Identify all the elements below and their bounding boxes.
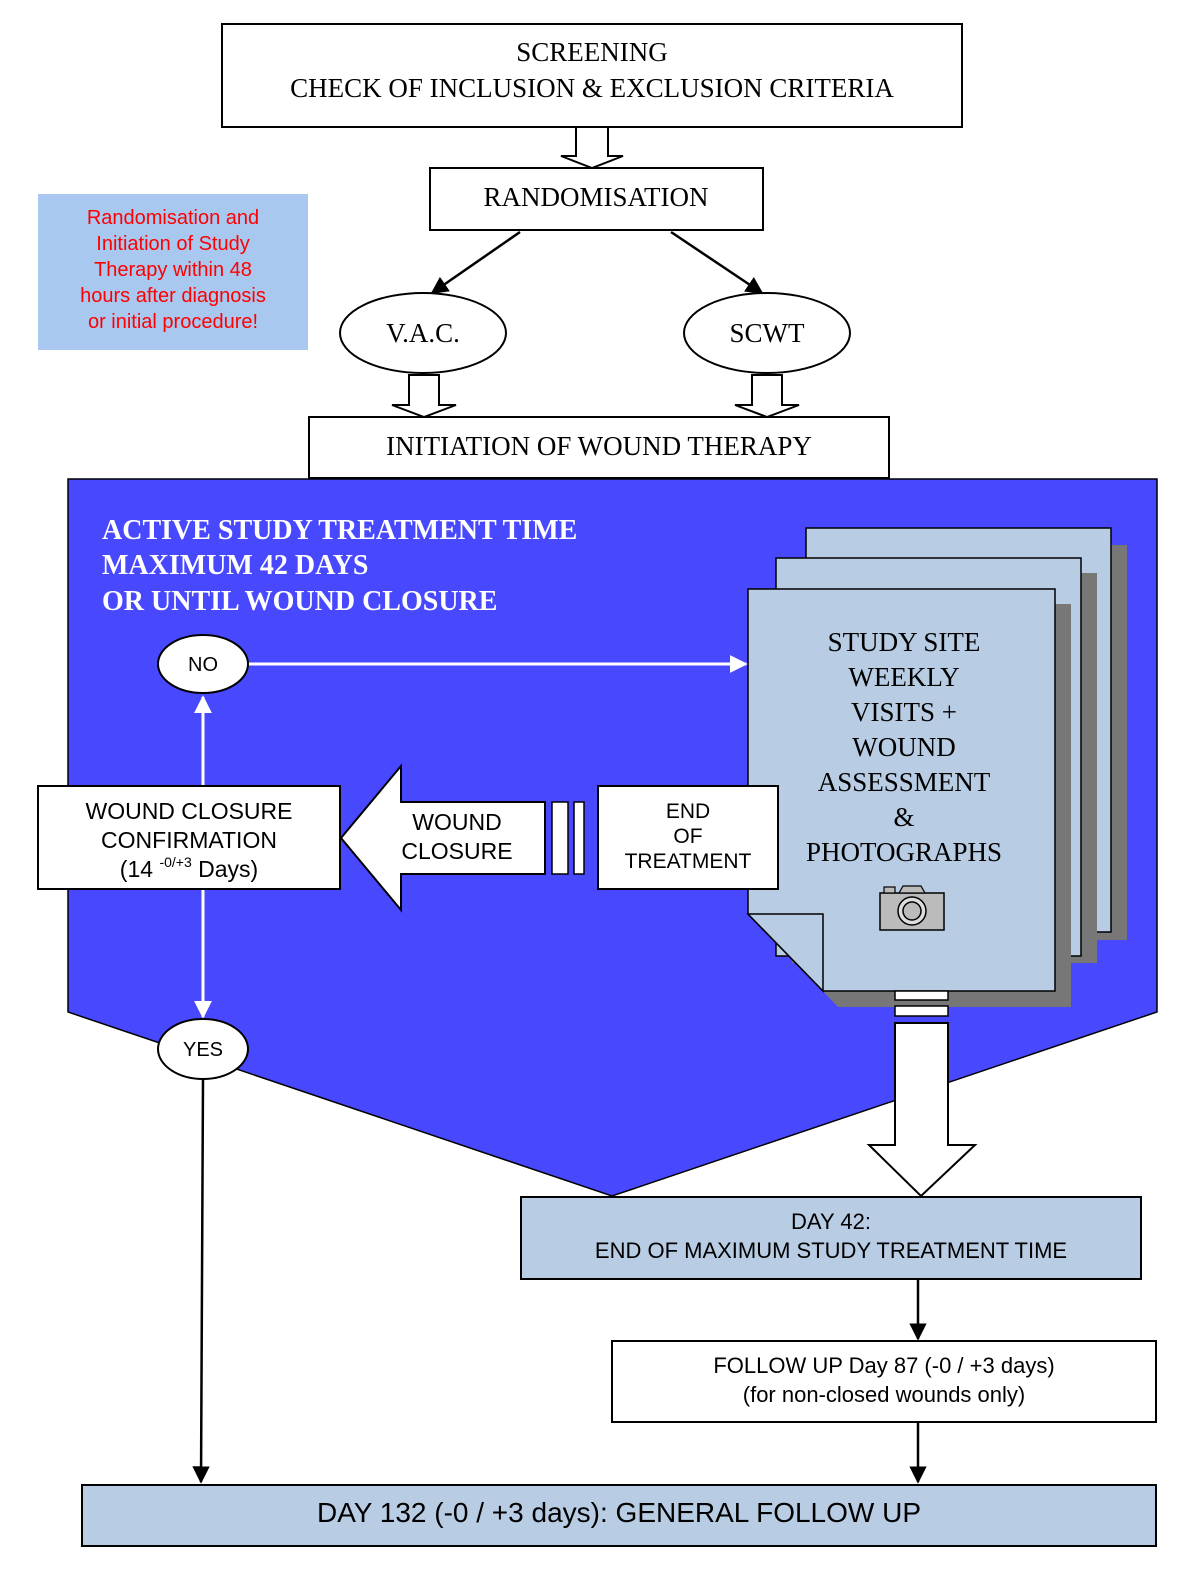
followup87-line2: (for non-closed wounds only): [743, 1382, 1025, 1407]
active-header: ACTIVE STUDY TREATMENT TIME MAXIMUM 42 D…: [102, 515, 577, 617]
visits-line: ASSESSMENT: [818, 767, 991, 797]
followup87-line1: FOLLOW UP Day 87 (-0 / +3 days): [713, 1353, 1054, 1378]
wound-closure-line2: CLOSURE: [401, 838, 512, 864]
note-line: or initial procedure!: [88, 311, 258, 333]
note-line: hours after diagnosis: [80, 285, 266, 307]
wound-closure-arrow: WOUND CLOSURE: [339, 763, 585, 913]
visits-line: &: [893, 802, 914, 832]
visits-line: PHOTOGRAPHS: [806, 837, 1002, 867]
weekly-visits-stack: STUDY SITE WEEKLY VISITS + WOUND ASSESSM…: [746, 527, 1127, 1007]
confirmation-line3: (14 -0/+3 Days): [120, 854, 258, 882]
camera-icon: [879, 885, 945, 931]
note-line: Randomisation and: [87, 207, 259, 229]
no-label: NO: [188, 654, 218, 676]
confirmation-line1: WOUND CLOSURE: [85, 798, 292, 824]
hollow-arrow-scwt: [734, 374, 800, 419]
arrow-to-vac: [430, 230, 521, 295]
scwt-node: SCWT: [683, 292, 851, 374]
active-header-line: MAXIMUM 42 DAYS: [102, 550, 369, 581]
active-header-line: ACTIVE STUDY TREATMENT TIME: [102, 515, 577, 546]
no-node: NO: [157, 634, 249, 694]
visits-line: WOUND: [852, 732, 955, 762]
randomisation-label: RANDOMISATION: [483, 182, 708, 212]
yes-node: YES: [157, 1018, 249, 1080]
vac-label: V.A.C.: [386, 318, 460, 348]
closure-confirmation-box: WOUND CLOSURE CONFIRMATION (14 -0/+3 Day…: [37, 785, 341, 890]
scwt-label: SCWT: [729, 318, 805, 348]
note-line: Initiation of Study: [96, 233, 249, 255]
hollow-arrow-visits-to-day42: [866, 990, 978, 1198]
note-box: Randomisation and Initiation of Study Th…: [38, 194, 308, 350]
day42-box: DAY 42: END OF MAXIMUM STUDY TREATMENT T…: [520, 1196, 1142, 1280]
day132-label: DAY 132 (-0 / +3 days): GENERAL FOLLOW U…: [317, 1497, 921, 1528]
visits-line: WEEKLY: [848, 662, 959, 692]
arrow-to-scwt: [670, 230, 764, 295]
hollow-arrow-vac: [391, 374, 457, 419]
screening-box: SCREENING CHECK OF INCLUSION & EXCLUSION…: [221, 23, 963, 128]
followup87-box: FOLLOW UP Day 87 (-0 / +3 days) (for non…: [611, 1340, 1157, 1423]
note-line: Therapy within 48: [94, 259, 252, 281]
end-line2: OF: [673, 825, 702, 848]
arrow-yes-to-day132: [192, 1078, 210, 1484]
yes-label: YES: [183, 1039, 223, 1061]
wound-closure-line1: WOUND: [412, 809, 501, 835]
active-header-line: OR UNTIL WOUND CLOSURE: [102, 586, 497, 617]
visits-line: VISITS +: [851, 697, 957, 727]
end-line3: TREATMENT: [625, 850, 752, 873]
day42-line1: DAY 42:: [791, 1209, 871, 1234]
screening-criteria: CHECK OF INCLUSION & EXCLUSION CRITERIA: [290, 73, 894, 103]
initiation-box: INITIATION OF WOUND THERAPY: [308, 416, 890, 479]
confirmation-line2: CONFIRMATION: [101, 827, 277, 853]
initiation-label: INITIATION OF WOUND THERAPY: [386, 431, 812, 461]
day132-box: DAY 132 (-0 / +3 days): GENERAL FOLLOW U…: [81, 1484, 1157, 1547]
day42-line2: END OF MAXIMUM STUDY TREATMENT TIME: [595, 1238, 1067, 1263]
screening-title: SCREENING: [516, 37, 668, 67]
end-line1: END: [666, 800, 710, 823]
vac-node: V.A.C.: [339, 292, 507, 374]
hollow-arrow-screening: [560, 126, 624, 170]
randomisation-box: RANDOMISATION: [429, 167, 764, 231]
visits-line: STUDY SITE: [828, 627, 981, 657]
end-of-treatment-box: END OF TREATMENT: [597, 785, 779, 890]
